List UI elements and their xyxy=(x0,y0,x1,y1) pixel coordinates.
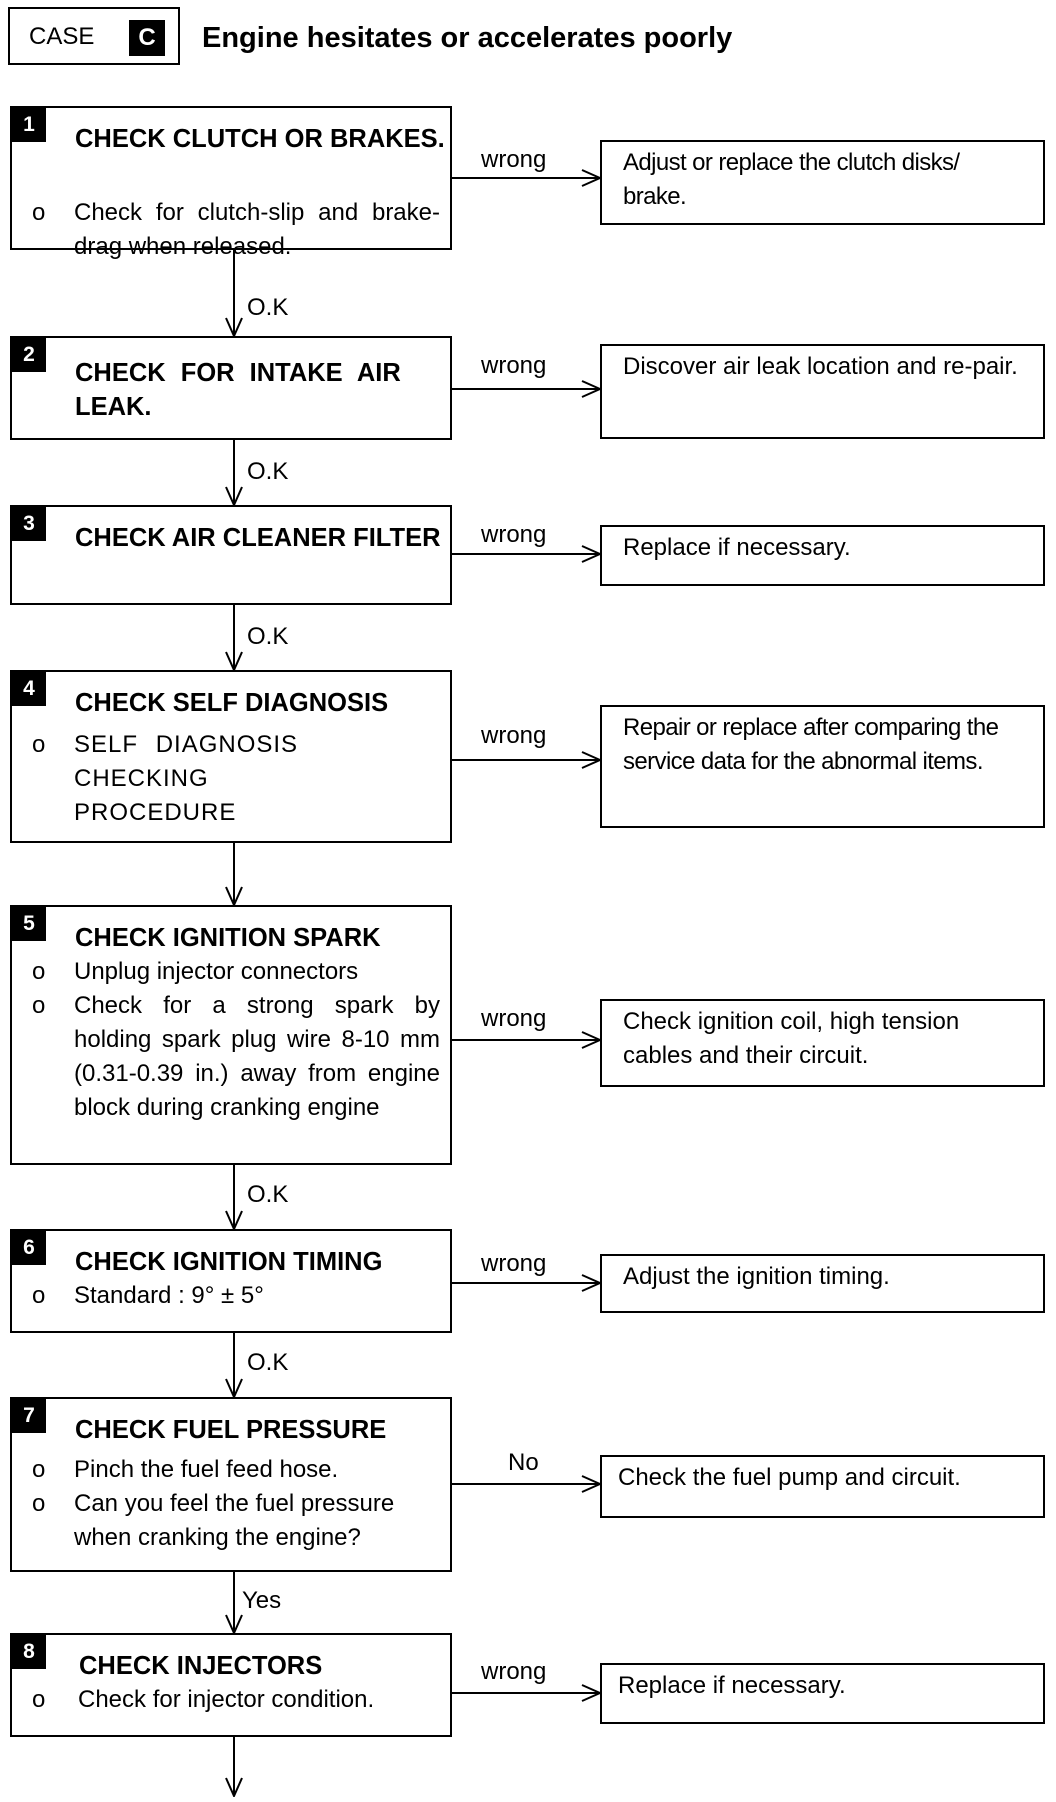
step-title: CHECK AIR CLEANER FILTER xyxy=(75,524,441,552)
step-8-box: 8 CHECK INJECTORS o Check for injector co… xyxy=(10,1633,452,1737)
branch-label: wrong xyxy=(481,146,547,173)
branch-label: wrong xyxy=(481,521,547,548)
page-title: Engine hesitates or accelerates poorly xyxy=(202,22,733,54)
case-box: CASE C xyxy=(8,7,180,65)
step-2-action-box: Discover air leak location and re-pair. xyxy=(600,344,1045,439)
flow-label: O.K xyxy=(247,458,289,485)
step-bullets: o SELF DIAGNOSIS CHECKING PROCEDURE xyxy=(12,728,452,830)
step-number: 6 xyxy=(12,1231,46,1265)
step-title: CHECK FOR INTAKE AIR LEAK. xyxy=(75,359,401,421)
step-title: CHECK INJECTORS xyxy=(79,1652,323,1680)
step-title: CHECK IGNITION SPARK xyxy=(75,924,381,952)
step-4-action-box: Repair or replace after comparing the se… xyxy=(600,705,1045,828)
branch-label: wrong xyxy=(481,1658,547,1685)
bullet-item: o Check for injector condition. xyxy=(12,1683,452,1717)
flow-label: O.K xyxy=(247,1181,289,1208)
bullet-item: o Standard : 9° ± 5° xyxy=(12,1279,452,1313)
bullet-marker: o xyxy=(32,199,46,226)
step-6-action-box: Adjust the ignition timing. xyxy=(600,1254,1045,1313)
bullet-marker: o xyxy=(32,1282,46,1309)
step-number: 5 xyxy=(12,907,46,941)
flow-label: Yes xyxy=(242,1587,282,1614)
bullet-text: Unplug injector connectors xyxy=(74,958,359,985)
bullet-item: o Pinch the fuel feed hose. xyxy=(12,1453,452,1487)
flow-label: O.K xyxy=(247,294,289,321)
step-title: CHECK SELF DIAGNOSIS xyxy=(75,689,389,717)
bullet-text: Pinch the fuel feed hose. xyxy=(74,1456,339,1483)
step-number: 2 xyxy=(12,338,46,372)
step-title: CHECK IGNITION TIMING xyxy=(75,1248,383,1276)
step-2-box: 2 CHECK FOR INTAKE AIR LEAK. xyxy=(10,336,452,440)
case-label: CASE xyxy=(29,23,95,50)
branch-label: No xyxy=(508,1449,539,1476)
step-1-action-box: Adjust or replace the clutch disks/ brak… xyxy=(600,140,1045,225)
bullet-item: o Unplug injector connectors xyxy=(12,955,452,989)
branch-label: wrong xyxy=(481,1250,547,1277)
bullet-text: Check for clutch-slip and brake-drag whe… xyxy=(74,199,440,260)
step-number: 1 xyxy=(12,108,46,142)
bullet-item: o Can you feel the fuel pressure when cra… xyxy=(12,1487,452,1555)
step-8-action-box: Replace if necessary. xyxy=(600,1663,1045,1724)
bullet-item: o Check for clutch-slip and brake-drag wh… xyxy=(12,196,452,264)
bullet-text: Standard : 9° ± 5° xyxy=(74,1282,264,1309)
step-3-action-box: Replace if necessary. xyxy=(600,525,1045,586)
step-bullets: o Standard : 9° ± 5° xyxy=(12,1279,452,1313)
flow-label: O.K xyxy=(247,1349,289,1376)
step-title: CHECK FUEL PRESSURE xyxy=(75,1416,387,1444)
branch-label: wrong xyxy=(481,1005,547,1032)
bullet-marker: o xyxy=(32,1490,46,1517)
bullet-marker: o xyxy=(32,1456,46,1483)
bullet-marker: o xyxy=(32,731,47,758)
step-number: 3 xyxy=(12,507,46,541)
step-number: 7 xyxy=(12,1399,46,1433)
bullet-item: o Check for a strong spark by holding spa… xyxy=(12,989,452,1125)
bullet-text: Check for a strong spark by holding spar… xyxy=(74,992,440,1121)
bullet-marker: o xyxy=(32,992,46,1019)
step-number: 8 xyxy=(12,1635,46,1669)
bullet-text: Can you feel the fuel pressure when cran… xyxy=(74,1490,395,1551)
step-3-box: 3 CHECK AIR CLEANER FILTER xyxy=(10,505,452,605)
step-bullets: o Check for clutch-slip and brake-drag wh… xyxy=(12,196,452,264)
bullet-item: o SELF DIAGNOSIS CHECKING PROCEDURE xyxy=(12,728,452,830)
bullet-text: Check for injector condition. xyxy=(78,1686,375,1713)
step-1-box: 1 CHECK CLUTCH OR BRAKES. o Check for clu… xyxy=(10,106,452,260)
branch-label: wrong xyxy=(481,352,547,379)
step-4-box: 4 CHECK SELF DIAGNOSIS o SELF DIAGNOSIS C… xyxy=(10,670,452,843)
step-5-action-box: Check ignition coil, high tension cables… xyxy=(600,999,1045,1087)
step-5-box: 5 CHECK IGNITION SPARK o Unplug injector … xyxy=(10,905,452,1165)
branch-label: wrong xyxy=(481,722,547,749)
step-bullets: o Check for injector condition. xyxy=(12,1683,452,1717)
step-number: 4 xyxy=(12,672,46,706)
bullet-text: SELF DIAGNOSIS CHECKING PROCEDURE xyxy=(74,731,299,826)
step-6-box: 6 CHECK IGNITION TIMING o Standard : 9° ±… xyxy=(10,1229,452,1333)
step-title: CHECK CLUTCH OR BRAKES. xyxy=(75,125,445,153)
step-7-box: 7 CHECK FUEL PRESSURE o Pinch the fuel fe… xyxy=(10,1397,452,1572)
bullet-marker: o xyxy=(32,958,46,985)
step-7-action-box: Check the fuel pump and circuit. xyxy=(600,1455,1045,1518)
case-letter-badge: C xyxy=(129,20,165,56)
bullet-marker: o xyxy=(32,1686,46,1713)
flow-label: O.K xyxy=(247,623,289,650)
